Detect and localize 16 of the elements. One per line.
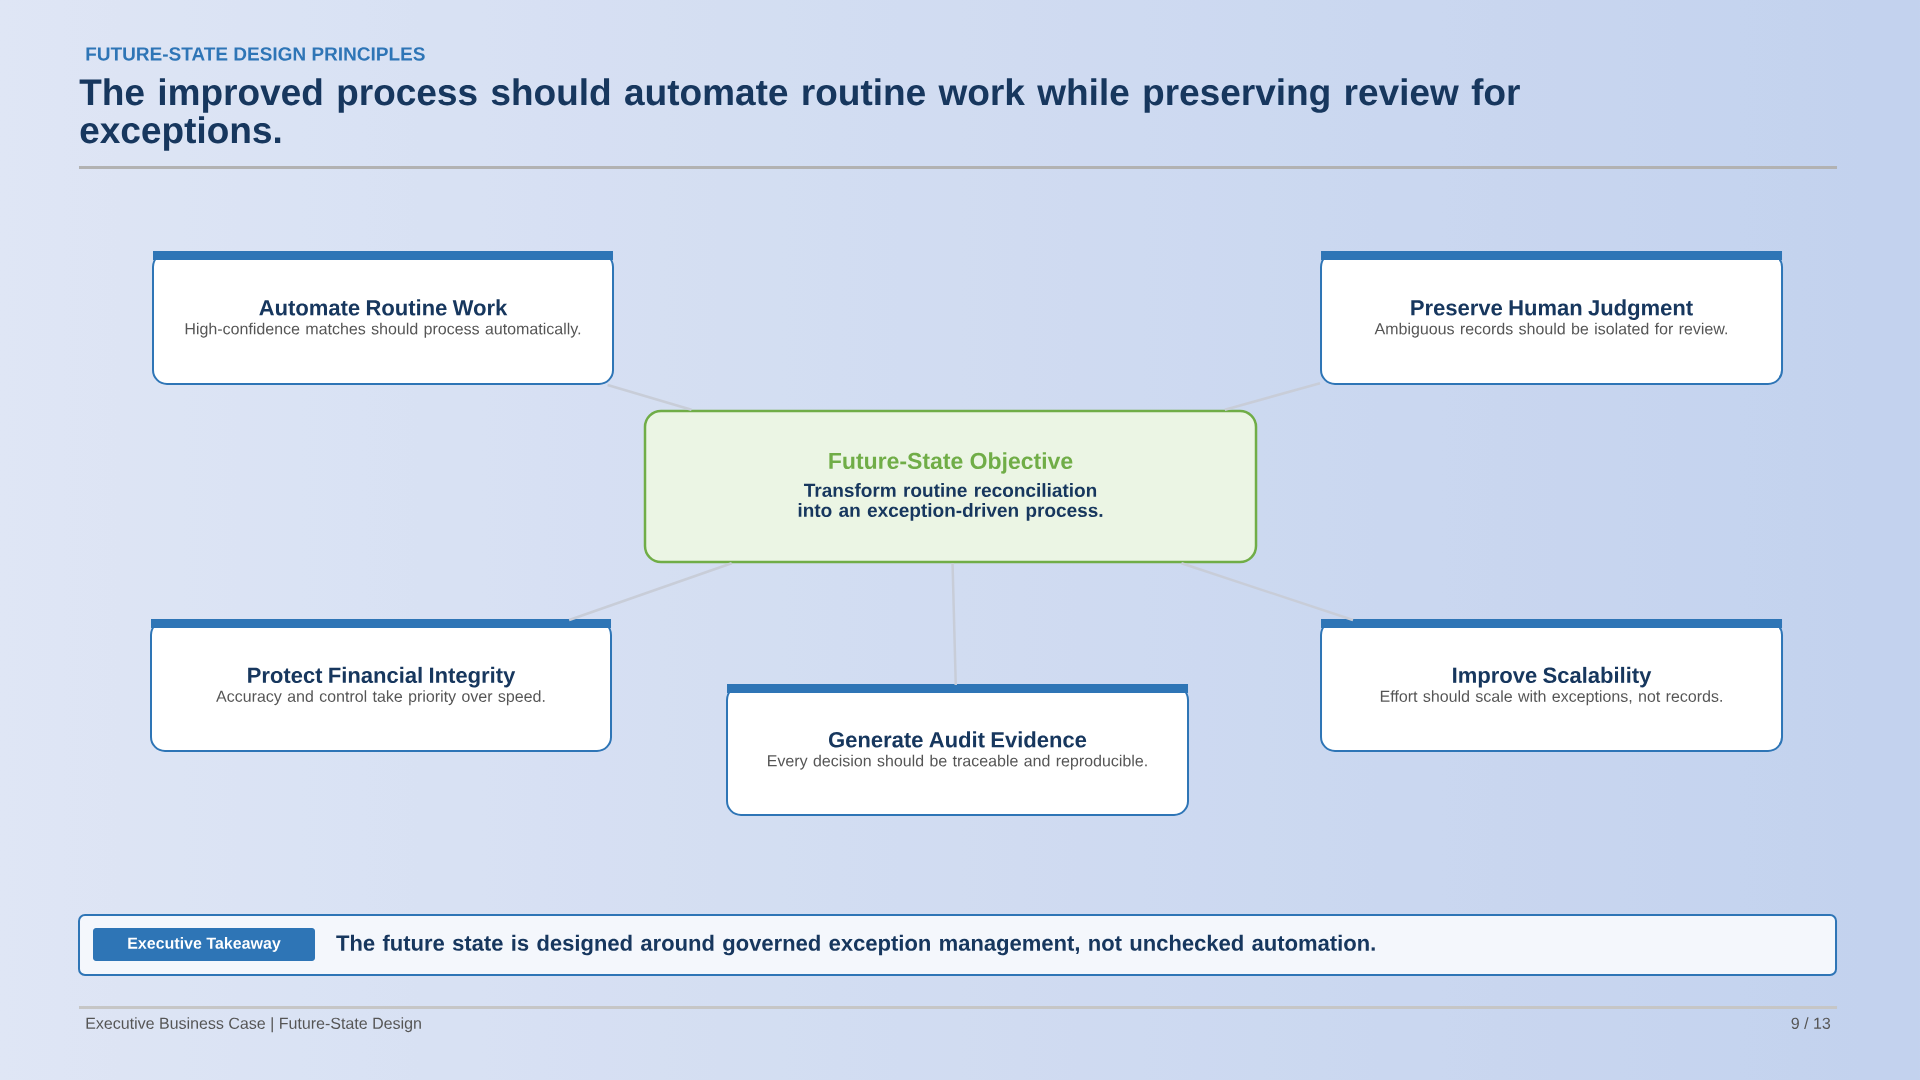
slide-title: The improved process should automate routine work while preserving review for exceptions. [79,78,1520,151]
takeaway-badge: Executive Takeaway [93,928,315,961]
section-kicker: FUTURE-STATE DESIGN PRINCIPLES [86,47,425,61]
page-number: 9 / 13 [1791,1017,1831,1029]
connector-line [951,563,958,686]
principle-card: Generate Audit Evidence Every decision should be traceable and reproducible. [726,684,1189,816]
footer-text: Executive Business Case | Future-State Design [86,1017,421,1033]
connector-line [1224,382,1321,411]
connector-line [568,562,733,622]
principle-card: Improve Scalability Effort should scale with exceptions, not records. [1320,619,1783,752]
connector-line [607,383,692,411]
connector-line [1181,562,1354,622]
principle-card: Protect Financial Integrity Accuracy and control take priority over speed. [150,619,612,752]
principle-card: Automate Routine Work High-confidence matches should process automatically. [152,251,614,385]
principle-card: Preserve Human Judgment Ambiguous records should be isolated for review. [1320,251,1783,385]
objective-box: Future-State Objective Transform routine reconciliation into an exception-driven process. [643,409,1258,564]
